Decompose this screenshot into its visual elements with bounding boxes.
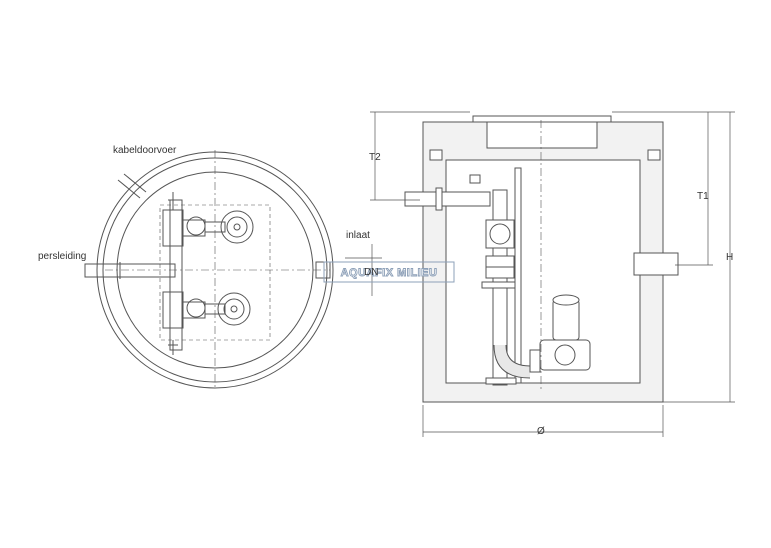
pump	[529, 294, 591, 373]
float-switch	[469, 174, 481, 184]
watermark-box	[323, 261, 455, 283]
top-view	[84, 150, 334, 390]
dim-diameter: Ø	[537, 426, 545, 437]
section-inlet-pipe	[633, 252, 679, 276]
pump-elbow	[494, 344, 531, 378]
frame-ledge-right	[647, 149, 661, 161]
cover-opening	[486, 121, 598, 149]
dim-t1: T1	[697, 191, 709, 202]
section-view	[404, 115, 679, 403]
watermark: AQUAFIX MILIEU	[341, 267, 438, 279]
dim-t2: T2	[369, 152, 381, 163]
label-cable-entry: kabeldoorvoer	[113, 145, 177, 156]
guide-rail	[514, 167, 522, 384]
hatch-frame	[159, 204, 271, 341]
cable-entry-pipe	[117, 173, 147, 199]
label-discharge: persleiding	[38, 251, 86, 262]
dim-h: H	[726, 252, 733, 263]
label-dn: DN	[364, 267, 378, 278]
cover-plate	[472, 115, 612, 123]
top-view-inlet-stub	[315, 261, 331, 279]
dimension-lines	[370, 111, 735, 437]
lower-valve-assembly	[162, 291, 251, 355]
upper-valve-assembly	[162, 192, 254, 247]
section-discharge-pipe	[404, 191, 491, 207]
frame-ledge-left	[429, 149, 443, 161]
label-inlet: inlaat	[346, 230, 370, 241]
